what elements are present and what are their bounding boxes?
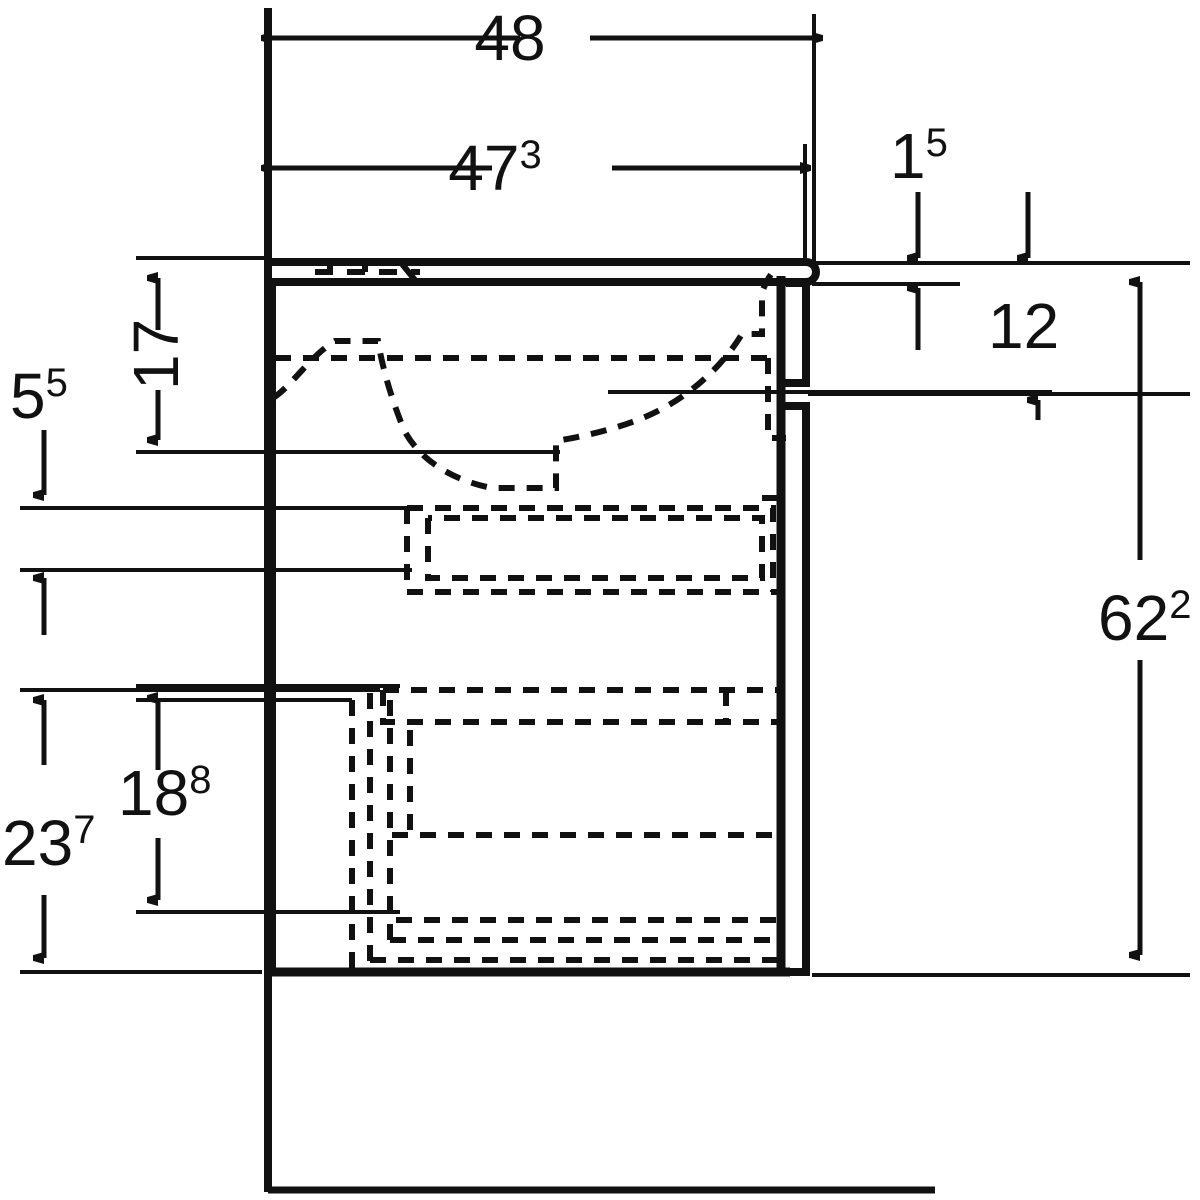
dimension-width-inner xyxy=(272,144,805,262)
cabinet-body xyxy=(264,8,935,1194)
dim-label-237: 237 xyxy=(2,807,95,879)
dimension-upper-offset xyxy=(20,430,400,510)
hidden-detail-group xyxy=(271,262,786,975)
basin-underside-right-drop xyxy=(765,358,786,441)
dim-label-622: 622 xyxy=(1098,582,1191,654)
lower-drawer-front xyxy=(786,402,810,976)
upper-drawer-box-outer-top xyxy=(407,505,776,592)
dimension-plate-thickness xyxy=(810,192,1190,350)
dim-label-15: 15 xyxy=(890,120,948,192)
dimension-upper-front-height xyxy=(808,392,1190,420)
countertop-hidden-bevel xyxy=(399,262,418,282)
dim-label-473: 473 xyxy=(448,132,541,204)
dim-label-17: 17 xyxy=(120,319,192,390)
dimension-lower-drawer-height xyxy=(136,684,400,914)
dimension-basin-depth xyxy=(136,256,560,454)
dimension-upper-offset-lower-arrow xyxy=(20,568,400,635)
dimension-width-overall xyxy=(272,14,814,265)
upper-drawer-box-inner xyxy=(425,515,765,581)
basin-outline xyxy=(271,263,781,491)
lower-drawer-box-top2 xyxy=(380,690,780,725)
dim-label-48: 48 xyxy=(474,2,545,74)
auxiliary-extension-lines xyxy=(20,390,1190,977)
dim-label-188: 188 xyxy=(118,757,211,829)
upper-drawer-box-outer xyxy=(404,508,782,595)
dim-label-55: 55 xyxy=(10,360,68,432)
dim-label-12: 12 xyxy=(988,290,1059,362)
